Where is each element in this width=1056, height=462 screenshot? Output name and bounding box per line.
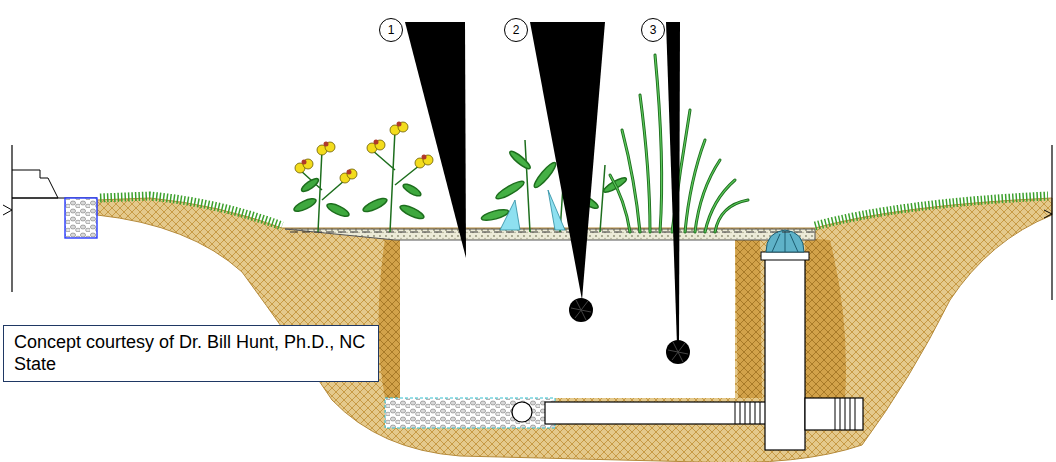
credit-text: Concept courtesy of Dr. Bill Hunt, Ph.D.…	[14, 332, 368, 375]
credit-box: Concept courtesy of Dr. Bill Hunt, Ph.D.…	[3, 325, 379, 382]
callout-number: 3	[650, 24, 657, 36]
callout-number: 1	[379, 18, 403, 42]
callout-number: 2	[513, 24, 520, 36]
leader-wedge	[530, 22, 605, 300]
callout-number: 1	[388, 24, 395, 36]
callout-number: 3	[641, 18, 665, 42]
leader-wedge	[405, 22, 466, 258]
callout-number: 2	[504, 18, 528, 42]
leader-wedge	[666, 22, 680, 345]
